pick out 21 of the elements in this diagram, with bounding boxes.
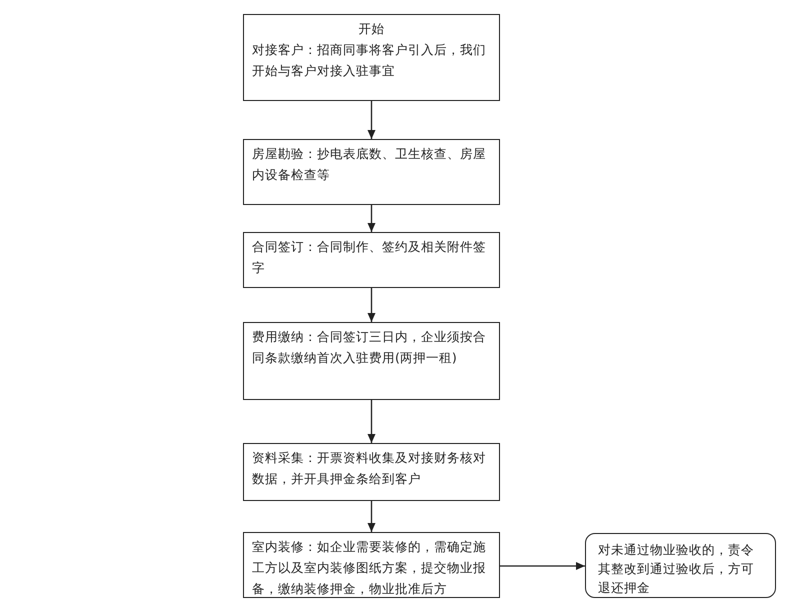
arrow (368, 501, 376, 532)
arrow (368, 205, 376, 232)
process-box (243, 532, 500, 598)
note-box (585, 533, 776, 598)
node-text: 室内装修：如企业需要装修的，需确定施工方以及室内装修图纸方案，提交物业报备，缴纳装修押金，物业批准后方 (252, 538, 487, 598)
process-box (243, 443, 500, 501)
process-box (243, 232, 500, 288)
node-text: 资料采集：开票资料收集及对接财务核对数据，并开具押金条给到客户 (252, 449, 487, 488)
arrow (368, 288, 376, 322)
arrow (368, 400, 376, 443)
arrow (500, 562, 585, 570)
process-box (243, 139, 500, 205)
arrow (368, 101, 376, 139)
node-text: 合同签订：合同制作、签约及相关附件签字 (252, 238, 487, 277)
start-process-box (243, 14, 500, 101)
node-text: 对未通过物业验收的，责令其整改到通过验收后，方可退还押金 (598, 541, 755, 597)
node-text: 房屋勘验：抄电表底数、卫生核查、房屋内设备检查等 (252, 145, 487, 184)
node-heading: 开始 (358, 20, 386, 38)
node-text: 对接客户：招商同事将客户引入后，我们开始与客户对接入驻事宜 (252, 41, 487, 80)
node-text: 费用缴纳：合同签订三日内，企业须按合同条款缴纳首次入驻费用(两押一租) (252, 328, 487, 367)
process-box (243, 322, 500, 400)
